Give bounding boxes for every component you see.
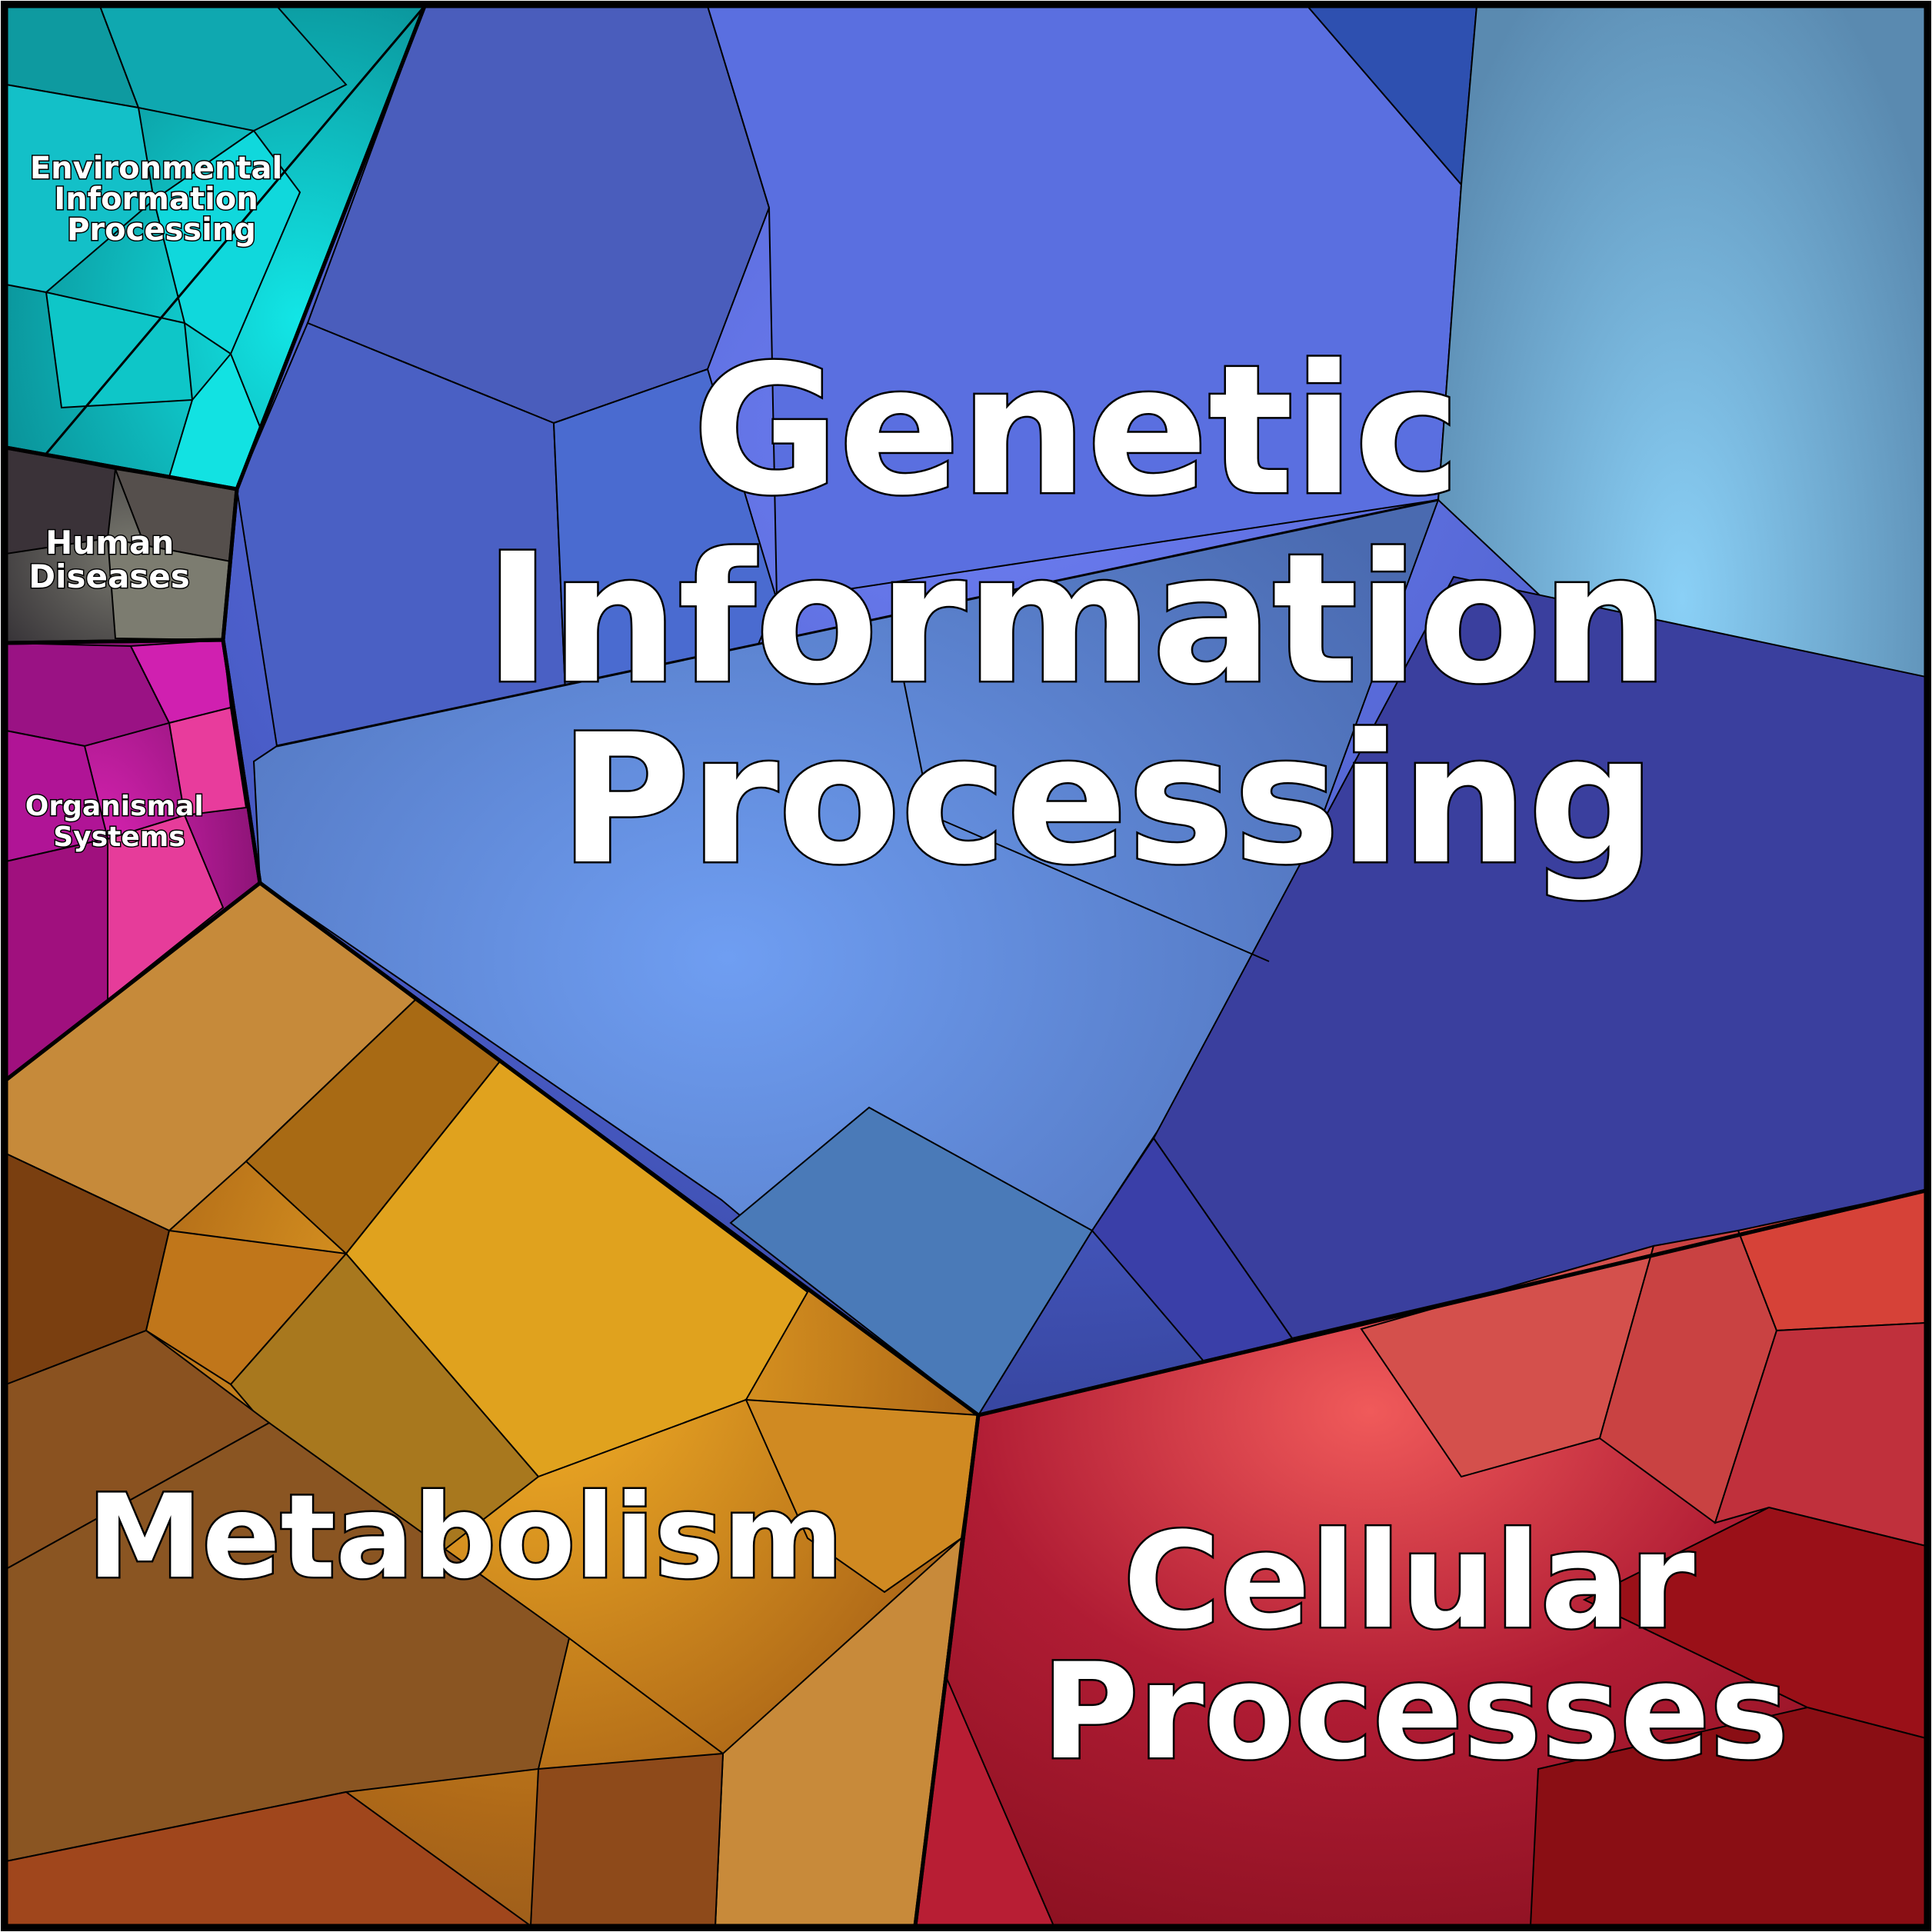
label-genetic-information-processing: Genetic Information Processing [485, 327, 1730, 904]
label-organismal-systems: Organismal Systems [25, 791, 214, 853]
category-organismal-systems [5, 638, 261, 1082]
label-metabolism: Metabolism [88, 1471, 844, 1604]
category-environmental-information-processing [5, 5, 426, 491]
category-genetic-information-processing [222, 5, 1927, 1417]
label-human-diseases: Human Diseases [28, 524, 190, 595]
category-cellular-processes [914, 1189, 1927, 1927]
category-metabolism [5, 881, 980, 1927]
label-environmental-information-processing: Environmental Information Processing [30, 151, 293, 248]
label-cellular-processes: Cellular Processes [1041, 1504, 1788, 1789]
